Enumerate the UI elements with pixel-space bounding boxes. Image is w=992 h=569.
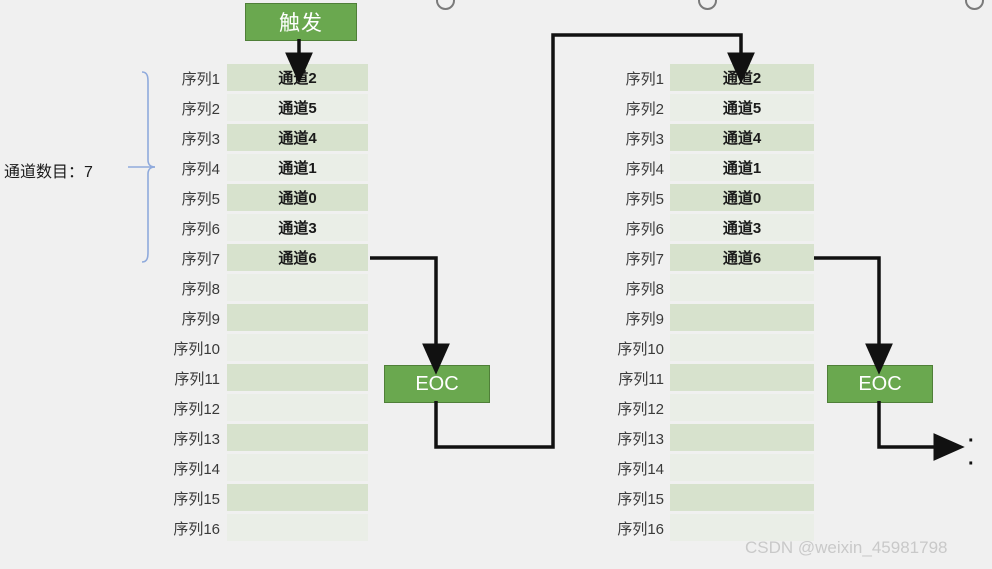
eoc-box-left[interactable]: EOC <box>384 365 490 403</box>
sequence-cell-left-13[interactable] <box>227 424 368 451</box>
sequence-label-right-13: 序列13 <box>617 430 664 448</box>
sequence-cell-left-9[interactable] <box>227 304 368 331</box>
sequence-label-right-16: 序列16 <box>617 520 664 538</box>
sequence-cell-left-2[interactable]: 通道5 <box>227 94 368 121</box>
sequence-label-left-8: 序列8 <box>181 280 220 298</box>
sequence-label-right-5: 序列5 <box>625 190 664 208</box>
sequence-label-left-2: 序列2 <box>181 100 220 118</box>
sequence-cell-right-11[interactable] <box>670 364 814 391</box>
circle-handle-icon-1 <box>436 0 455 10</box>
sequence-cell-left-8[interactable] <box>227 274 368 301</box>
sequence-cell-left-3[interactable]: 通道4 <box>227 124 368 151</box>
sequence-cell-left-11[interactable] <box>227 364 368 391</box>
sequence-label-left-6: 序列6 <box>181 220 220 238</box>
sequence-cell-right-9[interactable] <box>670 304 814 331</box>
sequence-label-left-11: 序列11 <box>174 370 220 388</box>
watermark-text: CSDN @weixin_45981798 <box>745 538 948 557</box>
sequence-cell-right-16[interactable] <box>670 514 814 541</box>
sequence-label-left-14: 序列14 <box>173 460 220 478</box>
sequence-cell-right-14[interactable] <box>670 454 814 481</box>
channel-count-label: 通道数目：7 <box>4 164 93 181</box>
sequence-label-left-13: 序列13 <box>173 430 220 448</box>
sequence-cell-right-5[interactable]: 通道0 <box>670 184 814 211</box>
sequence-cell-left-5[interactable]: 通道0 <box>227 184 368 211</box>
sequence-label-left-15: 序列15 <box>173 490 220 508</box>
sequence-label-right-9: 序列9 <box>625 310 664 328</box>
sequence-label-right-11: 序列11 <box>618 370 664 388</box>
sequence-cell-right-3[interactable]: 通道4 <box>670 124 814 151</box>
circle-handle-icon-2 <box>698 0 717 10</box>
sequence-label-right-7: 序列7 <box>625 250 664 268</box>
sequence-cell-left-16[interactable] <box>227 514 368 541</box>
sequence-cell-left-1[interactable]: 通道2 <box>227 64 368 91</box>
sequence-label-left-1: 序列1 <box>181 70 220 88</box>
eoc-label-right: EOC <box>858 372 902 395</box>
sequence-cell-left-10[interactable] <box>227 334 368 361</box>
arrow-right-eoc-to-continuation <box>877 401 965 461</box>
sequence-label-right-8: 序列8 <box>625 280 664 298</box>
continuation-ellipsis: · · <box>968 430 977 475</box>
sequence-cell-right-10[interactable] <box>670 334 814 361</box>
sequence-label-left-12: 序列12 <box>173 400 220 418</box>
sequence-cell-right-4[interactable]: 通道1 <box>670 154 814 181</box>
sequence-label-left-3: 序列3 <box>181 130 220 148</box>
sequence-cell-right-1[interactable]: 通道2 <box>670 64 814 91</box>
sequence-label-left-16: 序列16 <box>173 520 220 538</box>
sequence-label-right-15: 序列15 <box>617 490 664 508</box>
sequence-cell-right-7[interactable]: 通道6 <box>670 244 814 271</box>
sequence-cell-left-15[interactable] <box>227 484 368 511</box>
trigger-label: 触发 <box>279 12 323 35</box>
sequence-label-left-7: 序列7 <box>181 250 220 268</box>
sequence-cell-left-7[interactable]: 通道6 <box>227 244 368 271</box>
sequence-cell-left-14[interactable] <box>227 454 368 481</box>
sequence-label-left-9: 序列9 <box>181 310 220 328</box>
sequence-label-right-6: 序列6 <box>625 220 664 238</box>
sequence-cell-right-6[interactable]: 通道3 <box>670 214 814 241</box>
eoc-label-left: EOC <box>415 372 459 395</box>
sequence-cell-left-4[interactable]: 通道1 <box>227 154 368 181</box>
eoc-box-right[interactable]: EOC <box>827 365 933 403</box>
sequence-label-right-3: 序列3 <box>625 130 664 148</box>
sequence-label-left-4: 序列4 <box>181 160 220 178</box>
sequence-label-left-5: 序列5 <box>181 190 220 208</box>
sequence-cell-right-12[interactable] <box>670 394 814 421</box>
sequence-label-right-2: 序列2 <box>625 100 664 118</box>
sequence-cell-right-13[interactable] <box>670 424 814 451</box>
arrow-right-seq7-to-eoc <box>814 256 893 375</box>
sequence-cell-right-2[interactable]: 通道5 <box>670 94 814 121</box>
sequence-cell-left-12[interactable] <box>227 394 368 421</box>
sequence-cell-right-15[interactable] <box>670 484 814 511</box>
circle-handle-icon-3 <box>965 0 984 10</box>
arrow-left-seq7-to-eoc <box>370 256 450 375</box>
sequence-label-right-1: 序列1 <box>625 70 664 88</box>
sequence-cell-right-8[interactable] <box>670 274 814 301</box>
sequence-label-right-14: 序列14 <box>617 460 664 478</box>
sequence-label-right-12: 序列12 <box>617 400 664 418</box>
sequence-cell-left-6[interactable]: 通道3 <box>227 214 368 241</box>
sequence-label-right-4: 序列4 <box>625 160 664 178</box>
trigger-box[interactable]: 触发 <box>245 3 357 41</box>
sequence-label-right-10: 序列10 <box>617 340 664 358</box>
sequence-label-left-10: 序列10 <box>173 340 220 358</box>
